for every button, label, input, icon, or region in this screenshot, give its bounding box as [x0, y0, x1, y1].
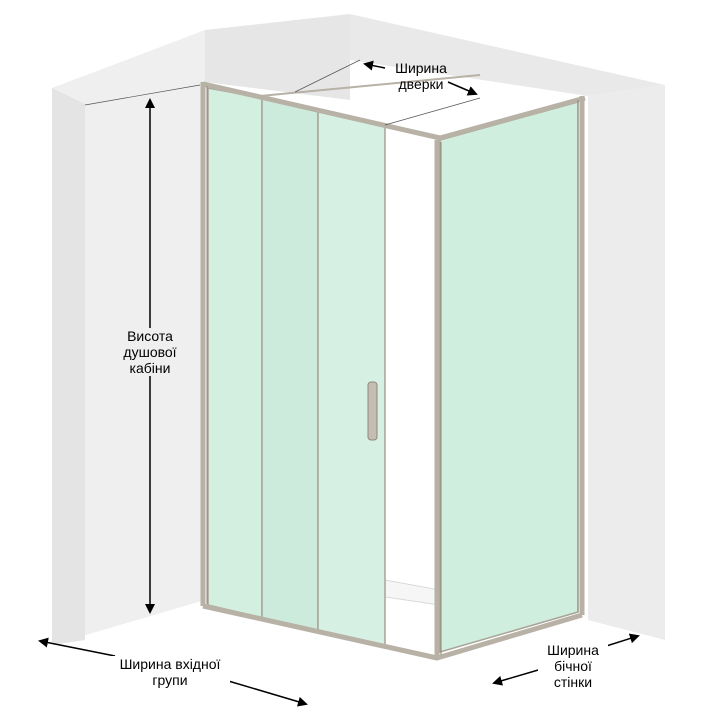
front-glass-mid-left: [261, 97, 319, 633]
back-wall-top: [350, 14, 665, 96]
front-top-rail: [202, 81, 586, 141]
door-width-line-2: дверки: [398, 76, 444, 92]
cabin-height-label: Висота душової кабіни: [112, 328, 188, 376]
sliding-door-glass: [317, 109, 386, 649]
side-width-line-3: стінки: [553, 674, 593, 690]
side-width-line-1: Ширина: [547, 642, 599, 658]
entry-width-label: Ширина вхідної групи: [110, 656, 230, 688]
frame-shading: [206, 86, 579, 655]
entry-width-line-2: групи: [152, 672, 188, 688]
back-top-rail: [259, 74, 481, 97]
door-width-line-1: Ширина: [395, 60, 447, 76]
back-wall-inner: [385, 130, 440, 600]
door-width-arrow-left: [363, 60, 386, 71]
cabin-height-line-3: кабіни: [129, 360, 171, 376]
side-width-arrow-left: [492, 667, 546, 686]
side-glass-panel: [439, 101, 579, 653]
side-width-line-2: бічної: [554, 658, 592, 674]
entry-width-arrow-left: [38, 637, 116, 657]
front-glass-group: [207, 87, 386, 649]
cabin-height-line-1: Висота: [127, 328, 173, 344]
entry-width-line-1: Ширина вхідної: [119, 656, 221, 672]
right-wall-face: [588, 85, 665, 640]
door-width-label: Ширина дверки: [388, 60, 454, 92]
side-width-label: Ширина бічної стінки: [538, 642, 608, 690]
guide-lines: [84, 59, 481, 126]
back-wall-face: [205, 14, 350, 100]
cabin-height-line-2: душової: [123, 344, 177, 360]
door-width-arrow-right: [447, 81, 478, 96]
left-wall-edge: [52, 88, 85, 645]
bottom-rail: [202, 603, 583, 661]
front-glass-left: [207, 87, 263, 619]
frames: [200, 74, 586, 661]
door-handle: [367, 381, 378, 441]
entry-width-arrow-right: [224, 679, 308, 707]
